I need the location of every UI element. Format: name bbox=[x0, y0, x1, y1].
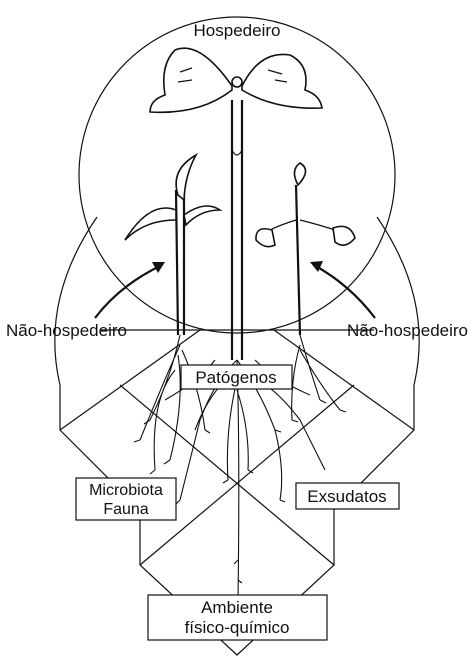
divider-diag-1 bbox=[120, 385, 334, 565]
divider-right-upper bbox=[274, 330, 414, 430]
exudates-label: Exsudatos bbox=[307, 487, 386, 506]
left-arrow bbox=[95, 265, 162, 318]
divider-left-upper bbox=[60, 330, 200, 430]
environment-label-line2: físico-químico bbox=[185, 618, 290, 637]
right-non-host-arc bbox=[377, 217, 419, 385]
left-non-host-arc bbox=[55, 217, 97, 385]
environment-label-line1: Ambiente bbox=[201, 598, 273, 617]
left-non-host-plant bbox=[125, 155, 220, 335]
host-label: Hospedeiro bbox=[194, 21, 281, 40]
left-non-host-label: Não-hospedeiro bbox=[6, 321, 127, 340]
microbiota-label: Microbiota bbox=[89, 482, 163, 499]
right-non-host-plant bbox=[256, 163, 355, 335]
fauna-label: Fauna bbox=[103, 501, 148, 518]
divider-diag-2 bbox=[140, 385, 354, 565]
right-non-host-label: Não-hospedeiro bbox=[347, 321, 468, 340]
left-arrow-head bbox=[152, 262, 165, 273]
pathogens-label: Patógenos bbox=[195, 368, 276, 387]
